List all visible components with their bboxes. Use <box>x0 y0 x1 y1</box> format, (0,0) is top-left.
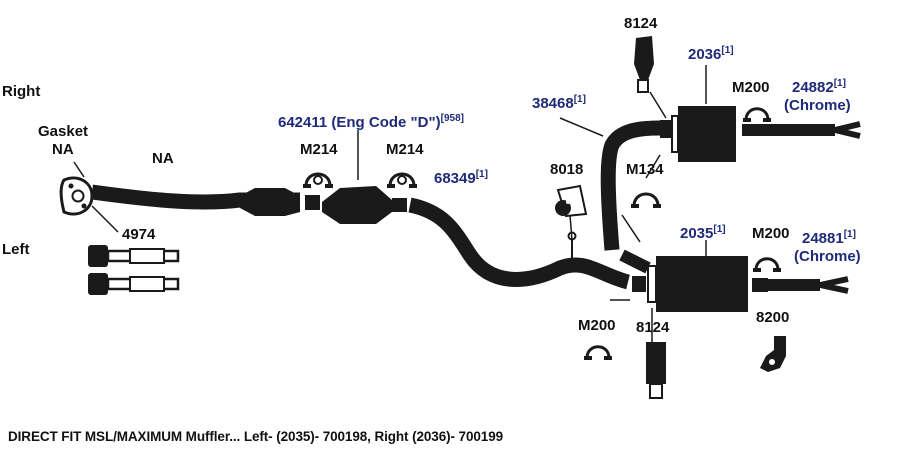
part-2036: 2036 <box>688 46 722 63</box>
leader-4974 <box>91 205 119 233</box>
ref-24881: [1] <box>843 229 856 240</box>
ref-38468: [1] <box>573 94 586 105</box>
label-8018: 8018 <box>550 161 584 178</box>
leader-38468 <box>559 117 604 137</box>
ref-68349: [1] <box>475 169 488 180</box>
label-m214-right: M214 <box>386 141 424 158</box>
label-m134: M134 <box>626 161 664 178</box>
stud-upper <box>88 245 180 267</box>
m200-clamp-bottom <box>584 345 612 360</box>
label-2036: 2036[1] <box>688 45 734 63</box>
label-chrome-top: (Chrome) <box>784 97 851 114</box>
label-left: Left <box>2 241 30 258</box>
part-38468: 38468 <box>532 95 574 112</box>
part-24881: 24881 <box>802 230 844 247</box>
label-m200-mid: M200 <box>752 225 790 242</box>
label-68349: 68349[1] <box>434 169 488 187</box>
leader-8124-top <box>649 91 667 119</box>
upper-tip <box>834 121 861 139</box>
crossover-pipe <box>619 249 651 274</box>
label-642411: 642411 (Eng Code "D")[958] <box>278 113 464 131</box>
label-right: Right <box>2 83 41 100</box>
lower-tip <box>819 276 849 294</box>
m134-clamp <box>631 192 661 208</box>
label-8124-top: 8124 <box>624 15 658 32</box>
label-4974: 4974 <box>122 226 156 243</box>
catalytic-converter <box>322 186 392 224</box>
part-2035: 2035 <box>680 225 714 242</box>
m214-clamp-right <box>387 172 417 188</box>
ref-642411: [958] <box>440 113 464 124</box>
label-24881: 24881[1] <box>802 229 856 247</box>
label-pipe-na: NA <box>152 150 174 167</box>
part-642411: 642411 (Eng Code "D") <box>278 114 441 131</box>
part-24882: 24882 <box>792 79 834 96</box>
gasket-flange <box>59 176 94 216</box>
lower-muffler <box>632 256 768 312</box>
label-chrome-bottom: (Chrome) <box>794 248 861 265</box>
hanger-8018 <box>555 184 588 258</box>
label-8200: 8200 <box>756 309 790 326</box>
label-38468: 38468[1] <box>532 94 586 112</box>
leader-m134 <box>645 154 661 179</box>
leader-8018 <box>569 214 573 241</box>
label-m214-left: M214 <box>300 141 338 158</box>
upper-muffler <box>660 106 760 162</box>
leader-m134-b <box>621 214 641 243</box>
hanger-8124-top <box>634 36 654 93</box>
intermediate-pipe <box>408 197 631 290</box>
label-gasket-na: NA <box>52 141 74 158</box>
hanger-8124-bottom <box>646 342 666 399</box>
upper-y-pipe <box>600 120 661 251</box>
label-m200-top: M200 <box>732 79 770 96</box>
m200-clamp-top <box>743 107 771 122</box>
m214-clamp-left <box>303 172 333 188</box>
part-68349: 68349 <box>434 170 476 187</box>
label-8124-bottom: 8124 <box>636 319 670 336</box>
front-resonator <box>240 188 300 216</box>
label-24882: 24882[1] <box>792 78 846 96</box>
hanger-8200 <box>760 336 786 372</box>
ref-2036: [1] <box>721 45 734 56</box>
stud-lower <box>88 273 180 295</box>
ref-2035: [1] <box>713 224 726 235</box>
diagram-caption: DIRECT FIT MSL/MAXIMUM Muffler... Left- … <box>8 429 504 444</box>
label-2035: 2035[1] <box>680 224 726 242</box>
front-pipe <box>90 184 300 210</box>
m200-clamp-mid <box>753 257 781 272</box>
label-gasket: Gasket <box>38 123 89 140</box>
ref-24882: [1] <box>833 78 846 89</box>
leader-gasket <box>73 161 85 178</box>
label-m200-bottom: M200 <box>578 317 616 334</box>
